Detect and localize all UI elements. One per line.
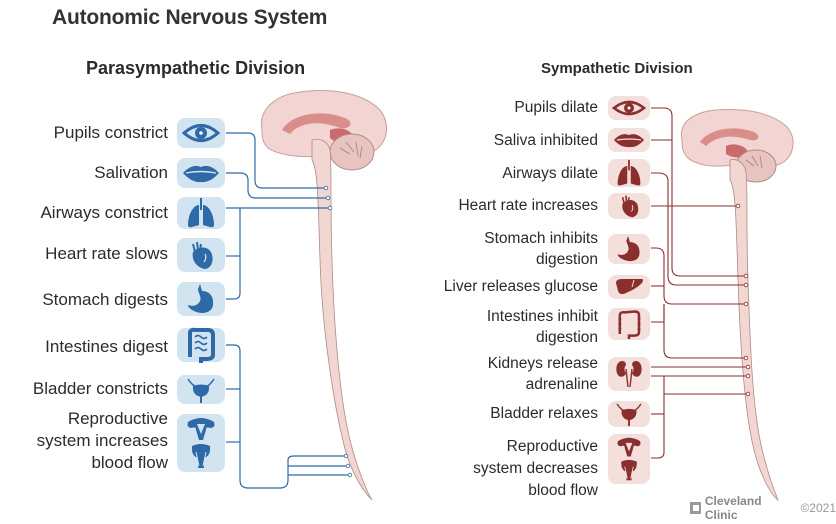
para-icon-box-stomach bbox=[177, 282, 225, 316]
para-icon-box-eye bbox=[177, 118, 225, 148]
heart-icon bbox=[192, 241, 213, 269]
symp-icon-box-intestines bbox=[608, 308, 650, 340]
para-label-salivation: Salivation bbox=[94, 163, 168, 182]
para-icon-box-bladder bbox=[177, 375, 225, 404]
symp-icon-box-lungs bbox=[608, 159, 650, 187]
symp-label-intestines-line: Intestines inhibit bbox=[486, 308, 598, 325]
para-icon-box-intestines bbox=[177, 327, 225, 363]
symp-label-reproductive-line: blood flow bbox=[528, 482, 598, 499]
sympathetic-nerve-nodes bbox=[735, 203, 751, 397]
heart-icon bbox=[621, 195, 639, 218]
symp-label-intestines: Intestines inhibit digestion bbox=[420, 306, 598, 348]
intestines-icon bbox=[188, 327, 215, 363]
copyright: ©2021 bbox=[800, 501, 836, 515]
para-label-heart: Heart rate slows bbox=[45, 244, 168, 263]
lungs-icon bbox=[188, 198, 214, 228]
spinal-cord-right bbox=[729, 159, 779, 502]
para-label-reproductive-line: system increases bbox=[36, 431, 168, 450]
symp-label-liver: Liver releases glucose bbox=[443, 278, 598, 295]
symp-label-saliva: Saliva inhibited bbox=[493, 132, 598, 149]
symp-icon-box-heart bbox=[608, 193, 650, 219]
symp-label-kidneys: Kidneys release adrenaline bbox=[420, 353, 598, 395]
intestines-icon bbox=[618, 310, 641, 339]
liver-icon bbox=[616, 279, 643, 295]
reproductive-icon bbox=[187, 418, 215, 468]
para-label-reproductive: Reproductive system increases blood flow bbox=[10, 408, 168, 474]
cleveland-clinic-logo-icon bbox=[690, 502, 701, 514]
stomach-icon bbox=[617, 236, 640, 262]
para-label-bladder: Bladder constricts bbox=[32, 379, 168, 398]
bladder-icon bbox=[187, 378, 215, 403]
page-title: Autonomic Nervous System bbox=[52, 6, 328, 29]
symp-icon-box-stomach bbox=[608, 234, 650, 264]
symp-icon-box-bladder bbox=[608, 401, 650, 427]
brand-name: Cleveland Clinic bbox=[704, 494, 762, 522]
para-label-pupils: Pupils constrict bbox=[53, 123, 168, 142]
sympathetic-heading: Sympathetic Division bbox=[541, 60, 693, 77]
symp-label-reproductive-line: system decreases bbox=[473, 460, 598, 477]
symp-icon-box-liver bbox=[608, 275, 650, 299]
symp-label-intestines-line: digestion bbox=[535, 329, 598, 346]
reproductive-icon bbox=[617, 437, 641, 481]
lungs-icon bbox=[617, 159, 641, 186]
para-label-stomach: Stomach digests bbox=[42, 290, 168, 309]
brain-illustration-left bbox=[260, 90, 387, 171]
symp-label-stomach-line: digestion bbox=[535, 251, 598, 268]
stomach-icon bbox=[188, 284, 214, 313]
symp-icon-box-kidneys bbox=[608, 357, 650, 391]
para-icon-box-reproductive bbox=[177, 414, 225, 472]
symp-label-kidneys-line: Kidneys release bbox=[487, 355, 598, 372]
para-label-airways: Airways constrict bbox=[40, 203, 168, 222]
parasympathetic-heading: Parasympathetic Division bbox=[86, 58, 306, 78]
para-icon-box-lips bbox=[177, 158, 225, 188]
footer-credit: Cleveland Clinic ©2021 bbox=[690, 494, 836, 522]
parasympathetic-nerve-nodes bbox=[323, 185, 353, 478]
symp-label-reproductive: Reproductive system decreases blood flow bbox=[420, 436, 598, 502]
symp-icon-box-eye bbox=[608, 96, 650, 120]
symp-label-kidneys-line: adrenaline bbox=[525, 376, 598, 393]
eye-icon bbox=[182, 124, 220, 142]
para-label-reproductive-line: blood flow bbox=[91, 453, 168, 472]
para-label-intestines: Intestines digest bbox=[45, 337, 168, 356]
kidneys-icon bbox=[616, 361, 642, 388]
symp-label-heart: Heart rate increases bbox=[458, 197, 598, 214]
symp-label-reproductive-line: Reproductive bbox=[506, 438, 598, 455]
para-icon-box-heart bbox=[177, 238, 225, 272]
para-icon-box-lungs bbox=[177, 197, 225, 229]
symp-label-stomach: Stomach inhibits digestion bbox=[420, 228, 598, 270]
lips-icon bbox=[614, 134, 644, 148]
symp-label-stomach-line: Stomach inhibits bbox=[484, 230, 598, 247]
lips-icon bbox=[183, 165, 219, 183]
para-label-reproductive-line: Reproductive bbox=[67, 409, 168, 428]
eye-icon bbox=[612, 100, 646, 116]
sympathetic-nerve-lines bbox=[651, 107, 748, 459]
symp-label-pupils: Pupils dilate bbox=[514, 99, 598, 116]
bladder-icon bbox=[616, 403, 642, 426]
parasympathetic-nerve-lines bbox=[226, 132, 350, 489]
symp-label-bladder: Bladder relaxes bbox=[490, 405, 598, 422]
symp-label-airways: Airways dilate bbox=[502, 165, 598, 182]
symp-icon-box-reproductive bbox=[608, 434, 650, 484]
symp-icon-box-lips bbox=[608, 128, 650, 152]
spinal-cord-left bbox=[311, 138, 373, 501]
